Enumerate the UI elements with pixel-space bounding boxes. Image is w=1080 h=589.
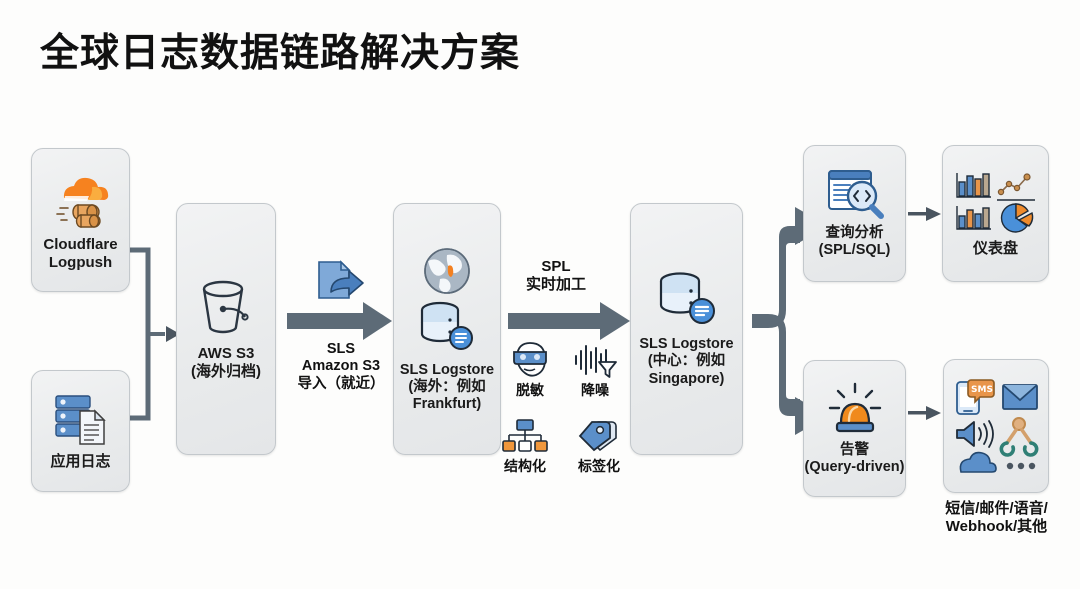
node-cloudflare-logpush[interactable]: Cloudflare Logpush xyxy=(31,148,130,292)
spl-feature-structuring: 结构化 xyxy=(502,418,548,476)
s3-bucket-icon xyxy=(195,277,257,337)
node-label: SLS Logstore (中心：例如 Singapore) xyxy=(639,336,734,387)
node-query-analysis[interactable]: 查询分析 (SPL/SQL) xyxy=(803,145,906,282)
node-label: 应用日志 xyxy=(50,453,111,471)
waveform-filter-icon xyxy=(575,345,617,378)
merge-connector-inputs xyxy=(130,247,165,421)
voice-speaker-icon xyxy=(956,420,994,448)
sms-icon: SMS xyxy=(956,379,995,415)
arrow-head-to-s3 xyxy=(166,326,180,342)
node-sls-logstore-overseas[interactable]: SLS Logstore (海外：例如 Frankfurt) xyxy=(393,203,501,455)
channel-icons-grid: SMS xyxy=(951,374,1041,478)
svg-text:SMS: SMS xyxy=(971,385,993,395)
node-sls-logstore-center[interactable]: SLS Logstore (中心：例如 Singapore) xyxy=(630,203,743,455)
edge-label-s3-import: SLS Amazon S3 导入（就近） xyxy=(297,341,385,392)
node-notification-channels[interactable]: SMS xyxy=(943,359,1049,493)
file-export-icon xyxy=(298,258,384,302)
spl-features-row-1: 脱敏 降噪 xyxy=(508,340,618,400)
tags-icon xyxy=(578,421,617,452)
webhook-icon xyxy=(999,417,1039,457)
spl-feature-label: 降噪 xyxy=(581,382,609,398)
arrow-query-to-dashboard xyxy=(908,207,941,221)
charts-icon xyxy=(953,170,1039,233)
server-document-icon xyxy=(50,391,112,447)
spl-feature-label: 标签化 xyxy=(578,458,620,474)
search-code-icon xyxy=(825,168,885,220)
email-icon xyxy=(1002,384,1038,410)
node-label-notification-channels: 短信/邮件/语音/ Webhook/其他 xyxy=(945,500,1048,535)
spl-feature-label: 脱敏 xyxy=(516,382,544,398)
node-label: AWS S3 (海外归档) xyxy=(191,345,261,380)
globe-database-icon xyxy=(414,245,480,355)
node-aws-s3[interactable]: AWS S3 (海外归档) xyxy=(176,203,276,455)
cloud-icon xyxy=(959,451,997,473)
edge-label-spl: SPL 实时加工 xyxy=(525,258,586,293)
node-label: Cloudflare Logpush xyxy=(43,236,118,271)
more-dots-icon xyxy=(1006,462,1036,470)
page-title: 全球日志数据链路解决方案 xyxy=(40,32,521,75)
arrow-s3-to-overseas xyxy=(287,302,392,340)
node-label: 告警 (Query-driven) xyxy=(804,441,905,475)
siren-icon xyxy=(825,381,885,437)
node-alert[interactable]: 告警 (Query-driven) xyxy=(803,360,906,497)
node-label: 仪表盘 xyxy=(972,239,1018,257)
arrow-overseas-to-center xyxy=(508,302,630,340)
node-dashboard[interactable]: 仪表盘 xyxy=(942,145,1049,282)
spl-feature-tagging: 标签化 xyxy=(574,418,624,476)
arrow-alert-to-channels xyxy=(908,406,941,420)
database-icon xyxy=(652,270,722,328)
cloudflare-logpush-icon xyxy=(48,168,114,230)
spl-feature-label: 结构化 xyxy=(504,458,546,474)
spl-feature-denoise: 降噪 xyxy=(572,340,618,400)
node-label: 查询分析 (SPL/SQL) xyxy=(818,224,891,258)
spl-feature-masking: 脱敏 xyxy=(508,340,552,400)
node-app-logs[interactable]: 应用日志 xyxy=(31,370,130,492)
mask-face-icon xyxy=(513,342,547,377)
node-label: SLS Logstore (海外：例如 Frankfurt) xyxy=(399,361,495,413)
hierarchy-tree-icon xyxy=(502,419,548,452)
spl-features-row-2: 结构化 标签化 xyxy=(502,418,624,476)
